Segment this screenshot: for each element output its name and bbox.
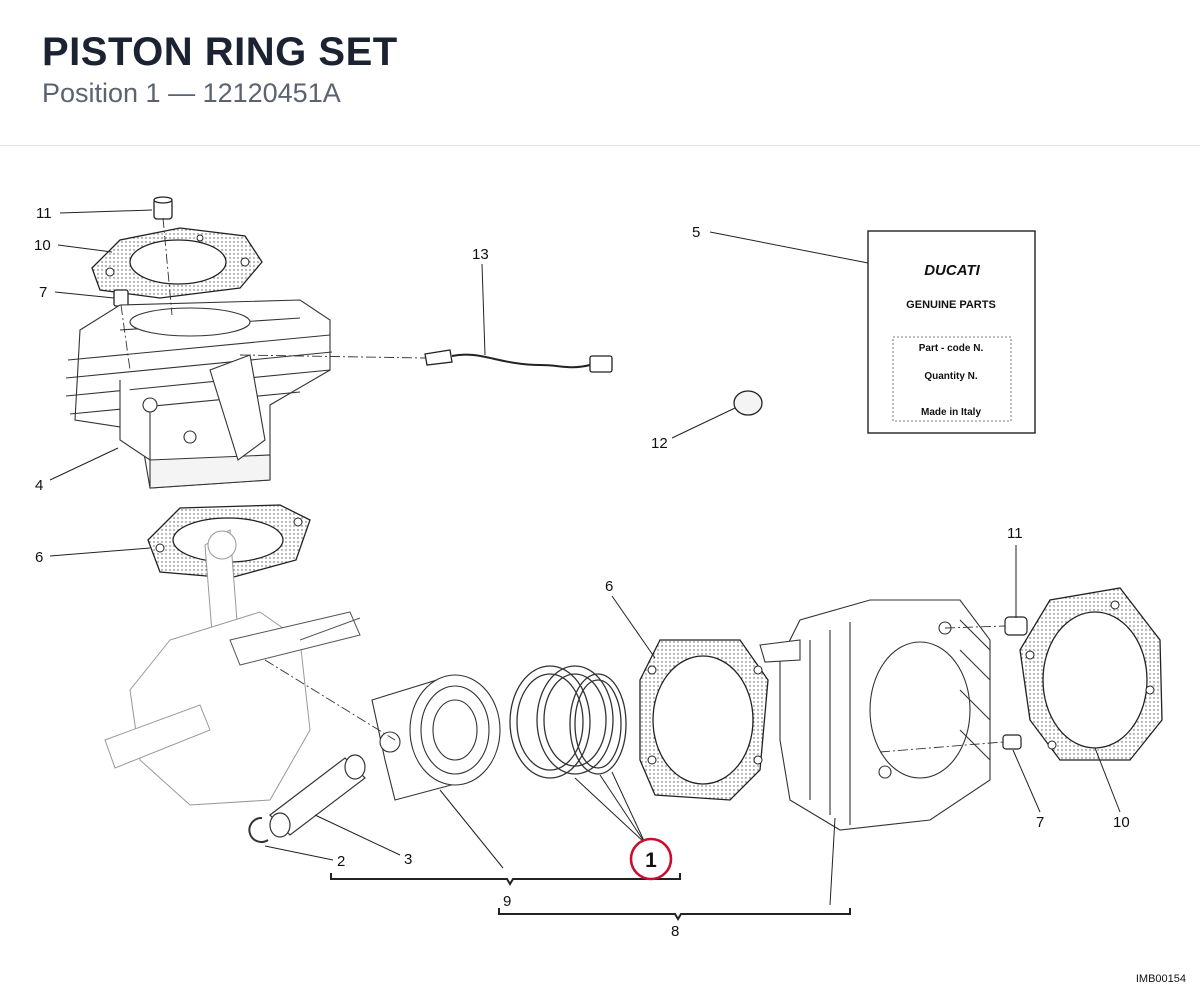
temperature-sensor-13[interactable]: [424, 349, 613, 373]
label-brand: DUCATI: [924, 262, 980, 279]
base-gasket-6-mid[interactable]: [639, 639, 769, 801]
label-made-in: Made in Italy: [921, 407, 981, 418]
callout-1: 1: [645, 849, 657, 872]
head-gasket-10-top[interactable]: [91, 227, 263, 299]
dowel-11-top[interactable]: [153, 196, 173, 220]
callout-10-top: 10: [34, 237, 51, 254]
label-part-code: Part - code N.: [919, 343, 984, 354]
cap-12[interactable]: [733, 390, 763, 416]
alignment-lines: [120, 217, 1006, 753]
exploded-parts-diagram: DUCATI GENUINE PARTS Part - code N. Quan…: [34, 196, 1163, 940]
dowel-11-right[interactable]: [1004, 616, 1028, 636]
callout-6-mid: 6: [605, 578, 613, 595]
cylinder-4[interactable]: [65, 299, 333, 489]
callout-11-top: 11: [36, 205, 52, 222]
leader-lines: [49, 209, 1121, 906]
label-genuine: GENUINE PARTS: [906, 299, 996, 311]
page-title: PISTON RING SET: [42, 30, 398, 74]
piston-pin-3[interactable]: [269, 754, 366, 838]
dowel-7-right[interactable]: [1002, 734, 1022, 750]
callout-8: 8: [671, 923, 679, 940]
head-gasket-10-right[interactable]: [1019, 587, 1163, 761]
page-subtitle: Position 1 — 12120451A: [42, 78, 341, 108]
callout-7-top: 7: [39, 284, 47, 301]
callout-3: 3: [404, 851, 412, 868]
cylinder-8[interactable]: [759, 599, 991, 831]
callout-10-right: 10: [1113, 814, 1130, 831]
group-bracket-9: [330, 873, 681, 886]
dowel-7-top[interactable]: [113, 289, 129, 307]
image-code: IMB00154: [1135, 973, 1186, 985]
callout-5: 5: [692, 224, 700, 241]
crankshaft-connecting-rod: [104, 529, 361, 806]
callout-11-right: 11: [1007, 525, 1023, 542]
parts-label-card-5[interactable]: DUCATI GENUINE PARTS Part - code N. Quan…: [867, 230, 1036, 434]
group-bracket-8: [498, 908, 851, 921]
callout-2: 2: [337, 853, 345, 870]
piston[interactable]: [371, 674, 501, 801]
callout-12: 12: [651, 435, 668, 452]
page-header: PISTON RING SET Position 1 — 12120451A: [0, 0, 1200, 146]
circlip-2[interactable]: [248, 816, 269, 843]
piston-ring-set-1[interactable]: [509, 665, 627, 779]
callout-7-right: 7: [1036, 814, 1044, 831]
callout-13: 13: [472, 246, 489, 263]
callout-9: 9: [503, 893, 511, 910]
callout-4: 4: [35, 477, 43, 494]
highlight-circle-1[interactable]: [629, 837, 673, 881]
callout-6-left: 6: [35, 549, 43, 566]
label-quantity: Quantity N.: [924, 371, 978, 382]
